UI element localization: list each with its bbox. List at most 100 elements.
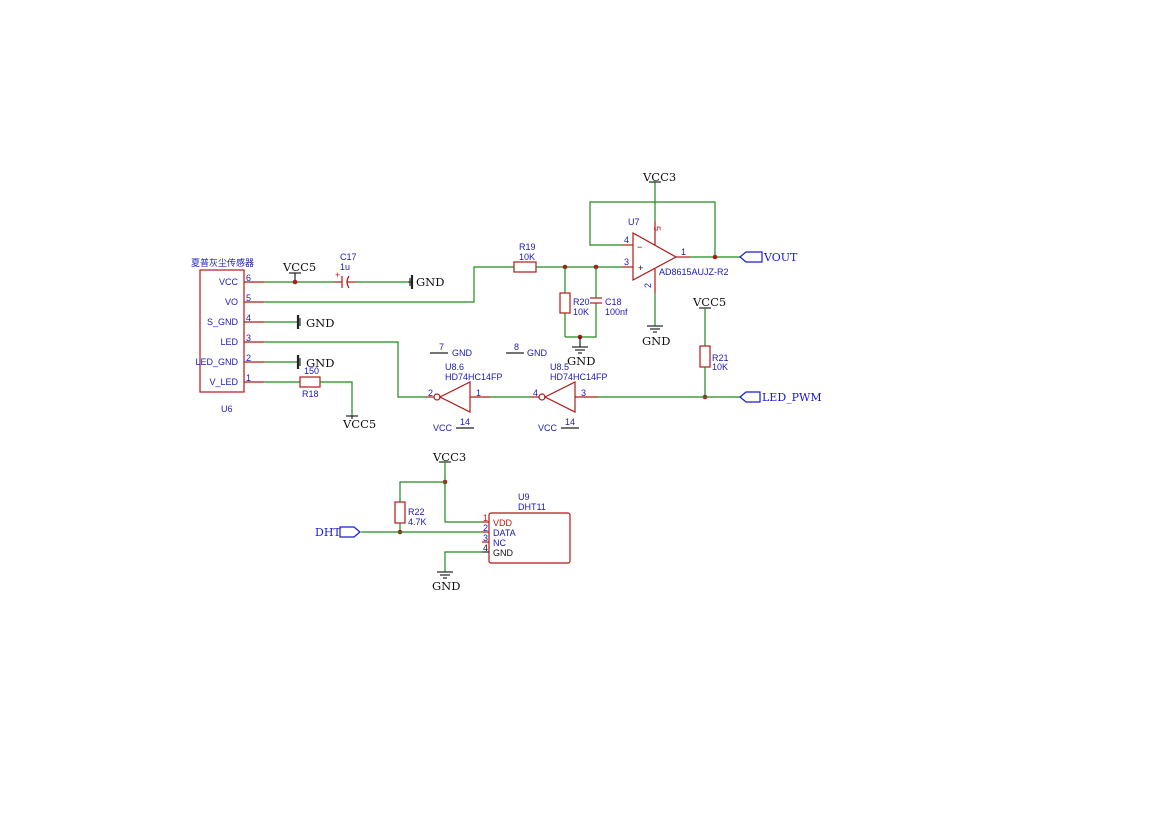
vcc5-label-r18: VCC5 <box>342 417 376 431</box>
u85-gnd-pin: 8 GND <box>506 342 548 358</box>
u85-pin-gnd: 8 <box>514 342 519 352</box>
c17-plus: + <box>335 270 340 280</box>
dht-pin-num-2: 2 <box>483 523 488 533</box>
r21-ref: R21 <box>712 353 729 363</box>
r21-value: 10K <box>712 362 728 372</box>
capacitor-c17: + C17 1u <box>334 252 408 289</box>
resistor-r18 <box>299 376 321 388</box>
r19-value: 10K <box>519 252 535 262</box>
u85-pin-in: 4 <box>533 388 538 398</box>
dht-port-label: DHT <box>315 526 341 539</box>
opamp-plus: + <box>638 263 643 273</box>
opamp-minus: − <box>637 242 642 252</box>
resistor-r20: R20 10K <box>559 267 590 337</box>
net-v-led: 150 R18 VCC5 <box>264 366 376 431</box>
vcc3-dht: VCC3 <box>432 450 466 482</box>
gnd-label-r20: GND <box>567 354 595 368</box>
feedback-wire <box>589 201 716 257</box>
u86-vcc: VCC <box>433 423 453 433</box>
r20-ref: R20 <box>573 297 590 307</box>
sensor-pin-num-4: 4 <box>246 313 251 323</box>
u86-gnd-pin: 7 GND <box>430 342 473 358</box>
dht11-u9: U9 DHT11 1 2 3 4 VDD DATA NC GND <box>482 492 571 564</box>
c18-value: 100nf <box>605 307 628 317</box>
opamp-part: AD8615AUJZ-R2 <box>659 267 729 277</box>
c18-ref: C18 <box>605 297 622 307</box>
sensor-pin-name-vcc: VCC <box>219 277 239 287</box>
dht-pin-name-vdd: VDD <box>493 518 513 528</box>
dht-pin-num-3: 3 <box>483 533 488 543</box>
resistor-r19: R19 10K <box>513 242 537 273</box>
r22-value: 4.7K <box>408 517 427 527</box>
opamp-pin-inv: 4 <box>624 235 629 245</box>
vcc5-label-sensor: VCC5 <box>282 260 316 274</box>
port-dht: DHT <box>315 526 361 539</box>
net-vo <box>264 266 514 303</box>
vcc5-r21: VCC5 <box>692 295 726 346</box>
vcc5-label-r21: VCC5 <box>692 295 726 309</box>
gnd-label-c17: GND <box>416 275 444 289</box>
dht-pin-name-nc: NC <box>493 538 506 548</box>
gnd-s-gnd: GND <box>264 315 334 330</box>
opamp-pin-out: 1 <box>681 247 686 257</box>
opamp-pin-vplus: 5 <box>652 226 662 231</box>
sensor-pin-num-6: 6 <box>246 273 251 283</box>
gnd-label-led-gnd: GND <box>306 356 334 370</box>
net-led <box>264 341 426 398</box>
vcc3-label-opamp: VCC3 <box>642 170 676 184</box>
u85-pin-out: 3 <box>581 388 586 398</box>
u85-gnd-label: GND <box>527 348 548 358</box>
resistor-r22: R22 4.7K <box>394 501 427 532</box>
u86-pin-gnd: 7 <box>439 342 444 352</box>
u86-pin-in: 2 <box>428 388 433 398</box>
u86-part: HD74HC14FP <box>445 372 503 382</box>
dht-pin-num-4: 4 <box>483 543 488 553</box>
sensor-pin-name-s-gnd: S_GND <box>207 317 239 327</box>
dht-ref: U9 <box>518 492 530 502</box>
port-vout: VOUT <box>739 251 798 264</box>
sensor-pin-name-vo: VO <box>225 297 238 307</box>
sensor-pin-num-5: 5 <box>246 293 251 303</box>
sensor-pin-name-v-led: V_LED <box>209 377 238 387</box>
gnd-label-dht: GND <box>432 579 460 593</box>
r18-value: 150 <box>304 366 319 376</box>
net-vcc5-sensor: VCC5 <box>264 260 334 285</box>
gnd-opamp: GND <box>642 293 670 348</box>
inverter-u8-6: U8.6 HD74HC14FP 2 1 14 VCC <box>426 362 503 433</box>
dht-pin-name-data: DATA <box>493 528 516 538</box>
r18-ref: R18 <box>302 389 319 399</box>
gnd-label-opamp: GND <box>642 334 670 348</box>
u85-part: HD74HC14FP <box>550 372 608 382</box>
inverter-u8-5: U8.5 HD74HC14FP 4 3 14 VCC <box>530 362 608 433</box>
gnd-r20: GND <box>567 337 595 368</box>
u86-ref: U8.6 <box>445 362 464 372</box>
dht-pin-name-gnd: GND <box>493 548 514 558</box>
led-pwm-label: LED_PWM <box>762 391 822 404</box>
opamp-pin-vminus: 2 <box>643 283 653 288</box>
u86-gnd-label: GND <box>452 348 473 358</box>
u85-pin-pwr: 14 <box>565 417 575 427</box>
r20-value: 10K <box>573 307 589 317</box>
gnd-label-s-gnd: GND <box>306 316 334 330</box>
vcc3-opamp: VCC3 <box>642 170 676 221</box>
dht-part: DHT11 <box>518 502 546 512</box>
dust-sensor: 夏普灰尘传感器 U6 VCC VO S_GND LED LED_GND V_LE… <box>191 257 264 414</box>
u86-pin-pwr: 14 <box>460 417 470 427</box>
r22-ref: R22 <box>408 507 425 517</box>
c17-value: 1u <box>340 262 350 272</box>
u85-vcc: VCC <box>538 423 558 433</box>
vout-label: VOUT <box>763 251 798 264</box>
opamp-u7: − + U7 AD8615AUJZ-R2 4 3 1 5 2 <box>622 217 729 293</box>
sensor-pin-num-2: 2 <box>246 353 251 363</box>
port-led-pwm: LED_PWM <box>739 391 822 404</box>
sensor-title: 夏普灰尘传感器 <box>191 257 254 268</box>
dht11-body <box>488 512 571 564</box>
gnd-dht: GND <box>432 551 482 593</box>
vcc3-label-dht: VCC3 <box>432 450 466 464</box>
gnd-led-gnd: GND <box>264 355 334 370</box>
opamp-pin-noninv: 3 <box>624 257 629 267</box>
r19-ref: R19 <box>519 242 536 252</box>
sensor-pin-name-led: LED <box>220 337 238 347</box>
gnd-c17: GND <box>408 275 444 289</box>
